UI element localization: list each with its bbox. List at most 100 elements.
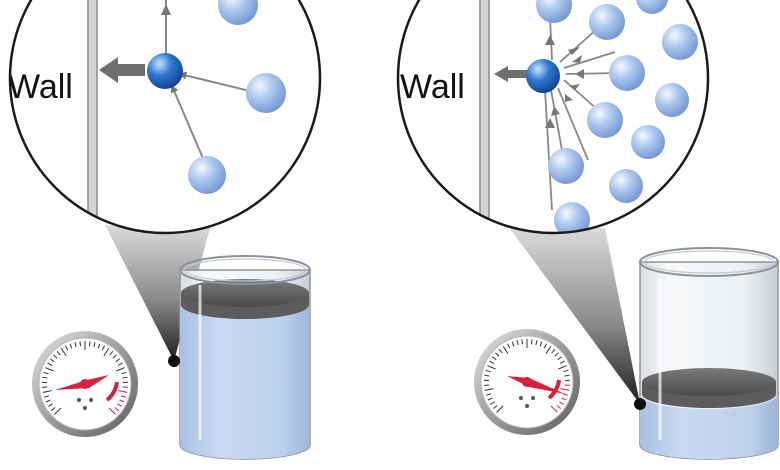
gauge-tick	[65, 345, 69, 351]
gauge-tick	[74, 342, 77, 348]
gauge-tick	[108, 407, 116, 415]
gauge-tick	[539, 341, 543, 347]
gauge-tick	[119, 399, 125, 403]
gauge-tick	[516, 340, 519, 346]
gauge-tick	[42, 376, 48, 379]
gauge-tick	[43, 395, 50, 398]
molecule-icon	[587, 102, 623, 138]
force-arrow-icon	[99, 57, 145, 83]
gauge-tick	[559, 360, 565, 364]
molecule-icon	[636, 0, 668, 14]
molecule-icon	[218, 0, 258, 25]
cylinder-icon	[639, 247, 779, 460]
gauge-tick	[45, 367, 54, 372]
gauge-tick	[496, 405, 504, 413]
gauge-tick	[109, 350, 114, 356]
gauge-tick	[42, 390, 52, 393]
gauge-tick	[88, 341, 91, 347]
panel-right: Wall	[396, 0, 779, 460]
gauge-tick	[485, 369, 491, 373]
gauge-tick	[487, 365, 496, 370]
gauge-tick	[543, 343, 547, 349]
gauge-tick	[69, 343, 73, 349]
gauge-tick	[117, 362, 123, 366]
gauge-tick	[530, 339, 533, 345]
gauge-tick	[502, 345, 509, 355]
gauge-tick	[118, 390, 128, 393]
gauge-tick	[562, 393, 569, 396]
gauge-tick	[112, 354, 117, 359]
molecule-icon	[609, 55, 645, 91]
gauge-tick	[485, 393, 492, 396]
gauge-tick	[535, 340, 538, 346]
pressure-gauge-icon	[474, 329, 580, 435]
gauge-tick	[560, 388, 570, 391]
molecule-icon	[188, 156, 226, 194]
gauge-tick	[507, 343, 511, 349]
gauge-tick	[495, 352, 500, 357]
gauge-tick	[489, 360, 495, 364]
gauge-tick	[558, 365, 567, 370]
gauge-tick	[120, 395, 127, 398]
focus-point-left	[168, 355, 180, 367]
gauge-tick	[550, 405, 558, 413]
wall-label-left: Wall	[8, 68, 73, 106]
molecule-icon	[548, 148, 584, 184]
gauge-tick	[551, 348, 556, 354]
gauge-tick	[115, 358, 121, 363]
piston-left	[181, 279, 309, 319]
gauge-tick	[521, 339, 524, 345]
force-arrow-icon	[494, 66, 530, 82]
gauge-tick	[492, 405, 498, 410]
gauge-tick	[60, 347, 67, 357]
gauge-tick	[564, 374, 570, 377]
molecule-icon	[631, 125, 665, 159]
piston-right	[642, 368, 776, 408]
gauge-tick	[117, 403, 122, 407]
molecule-icon	[655, 83, 689, 117]
gauge-tick	[484, 388, 494, 391]
gauge-tick	[545, 345, 552, 355]
gauge-tick	[103, 347, 110, 357]
gauge-tick	[116, 367, 125, 372]
focus-point-right	[634, 398, 646, 410]
gauge-tick	[47, 362, 53, 366]
molecule-icon	[526, 59, 560, 93]
zoom-cone-right	[508, 226, 640, 404]
gauge-tick	[45, 399, 51, 403]
gauge-tick	[48, 403, 53, 407]
molecule-icon	[246, 73, 286, 113]
gauge-tick	[491, 356, 497, 361]
gauge-tick	[563, 369, 569, 373]
wall-left	[87, 0, 98, 233]
gauge-tick	[50, 407, 56, 412]
gauge-tick	[97, 343, 101, 349]
gauge-tick	[557, 356, 563, 361]
magnifier-circle-right: Wall	[396, 0, 710, 235]
pressure-gauge-icon	[32, 331, 138, 437]
particle-trails-right	[544, 17, 621, 211]
gauge-tick	[511, 341, 515, 347]
gauge-tick	[561, 397, 567, 401]
gauge-tick	[556, 405, 562, 410]
gauge-tick	[101, 345, 105, 351]
particles-right	[526, 0, 698, 233]
gauge-tick	[114, 407, 120, 412]
molecule-icon	[662, 24, 698, 60]
panel-left: Wall	[8, 0, 322, 460]
molecule-icon	[554, 202, 590, 233]
molecule-icon	[609, 169, 643, 203]
gauge-tick	[43, 371, 49, 375]
molecule-icon	[589, 4, 625, 40]
gauge-tick	[93, 342, 96, 348]
zoom-cone-left	[105, 225, 210, 361]
molecule-icon	[147, 53, 183, 89]
gauge-tick	[554, 352, 559, 357]
wall-right	[479, 0, 490, 233]
molecule-icon	[536, 0, 572, 23]
gauge-tick	[559, 401, 564, 405]
magnifier-circle-left: Wall	[8, 0, 322, 235]
gauge-tick	[122, 376, 128, 379]
gauge-tick	[49, 358, 55, 363]
